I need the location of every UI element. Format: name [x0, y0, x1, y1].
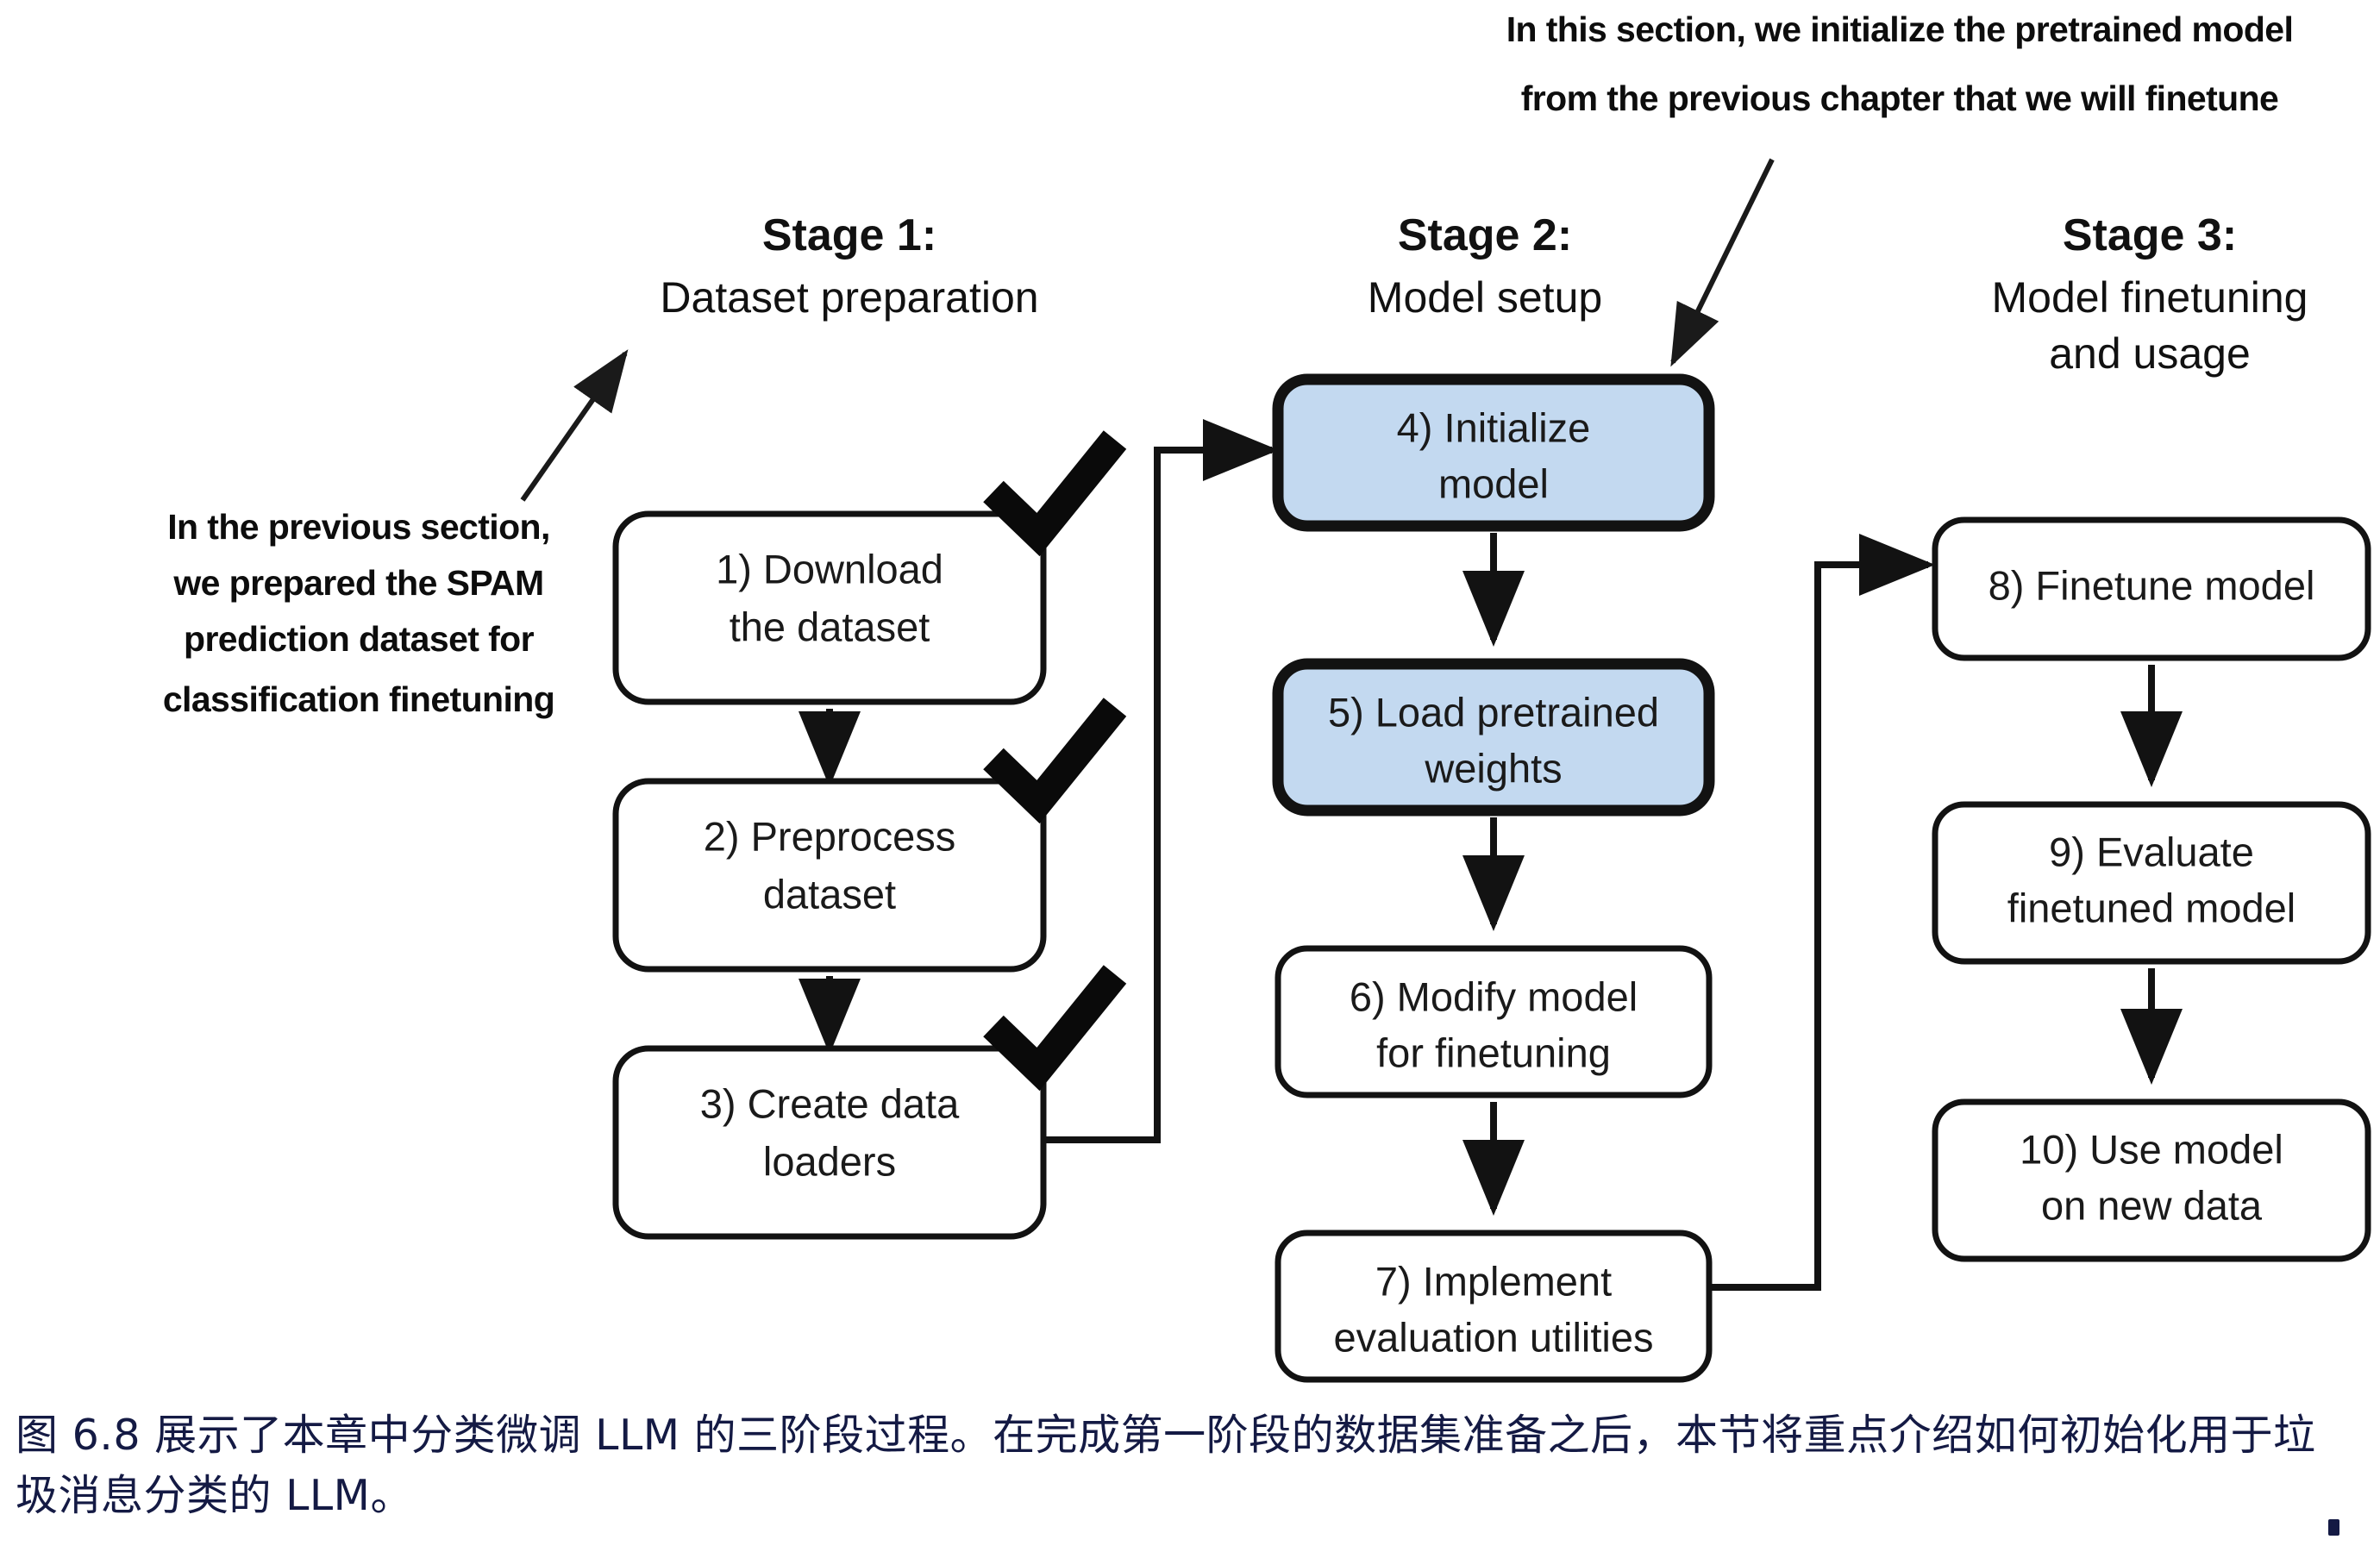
node-10-label-line1: 10) Use model: [2020, 1126, 2283, 1172]
node-5-label-line1: 5) Load pretrained: [1328, 689, 1659, 735]
node-9-label-line2: finetuned model: [2007, 885, 2295, 930]
connector-stage2-to-stage3: [1709, 534, 1935, 1291]
node-5-box[interactable]: [1272, 658, 1715, 817]
node-6-label-line1: 6) Modify model: [1350, 973, 1638, 1019]
stage-2-title: Stage 2:: [1398, 210, 1572, 260]
checkmark-icon: [983, 430, 1127, 557]
annotation-top-line-2: from the previous chapter that we will f…: [1521, 78, 2279, 118]
node-9[interactable]: 9) Evaluate finetuned model: [1932, 801, 2371, 965]
node-7-box[interactable]: [1275, 1230, 1713, 1383]
node-4-label-line1: 4) Initialize: [1397, 404, 1591, 450]
caption-line-1: 图 6.8 展示了本章中分类微调 LLM 的三阶段过程。在完成第一阶段的数据集准…: [16, 1411, 2060, 1460]
node-10-box[interactable]: [1932, 1098, 2371, 1262]
node-1-label-line1: 1) Download: [716, 546, 943, 591]
stage-header-2: Stage 2: Model setup: [1368, 210, 1602, 322]
connector-stage1-to-stage2: [1043, 419, 1279, 1143]
node-6[interactable]: 6) Modify model for finetuning: [1275, 945, 1713, 1098]
node-6-label-line2: for finetuning: [1376, 1029, 1611, 1075]
node-10[interactable]: 10) Use model on new data: [1932, 1098, 2371, 1262]
caption-line-2: 初始化用于垃圾消息分类的 LLM。: [16, 1411, 2316, 1520]
node-3-label-line2: loaders: [763, 1138, 896, 1184]
node-1-label-line2: the dataset: [730, 604, 930, 649]
stage-3-subtitle-line1: Model finetuning: [1992, 273, 2308, 322]
stage-header-1: Stage 1: Dataset preparation: [660, 210, 1038, 322]
node-9-box[interactable]: [1932, 801, 2371, 965]
node-8-label-line1: 8) Finetune model: [1989, 562, 2315, 608]
node-2-label-line2: dataset: [763, 871, 896, 917]
node-8[interactable]: 8) Finetune model: [1932, 516, 2371, 661]
node-2-box[interactable]: [612, 778, 1047, 973]
node-4[interactable]: 4) Initialize model: [1272, 373, 1715, 532]
checkmark-icon: [983, 698, 1127, 824]
annotation-top-arrow: [1670, 158, 1775, 367]
node-3[interactable]: 3) Create data loaders: [612, 965, 1127, 1240]
annotation-left-line-4: classification finetuning: [163, 679, 554, 719]
node-5[interactable]: 5) Load pretrained weights: [1272, 658, 1715, 817]
stage-3-subtitle-line2: and usage: [2049, 329, 2251, 378]
stage-3-title: Stage 3:: [2063, 210, 2237, 260]
node-4-box[interactable]: [1272, 373, 1715, 532]
node-7[interactable]: 7) Implement evaluation utilities: [1275, 1230, 1713, 1383]
stage-1-subtitle: Dataset preparation: [660, 273, 1038, 322]
node-9-label-line1: 9) Evaluate: [2049, 829, 2254, 874]
node-6-box[interactable]: [1275, 945, 1713, 1098]
stage-2-subtitle: Model setup: [1368, 273, 1602, 322]
figure-caption: 图 6.8 展示了本章中分类微调 LLM 的三阶段过程。在完成第一阶段的数据集准…: [16, 1405, 2344, 1525]
node-1-box[interactable]: [612, 510, 1047, 705]
node-2[interactable]: 2) Preprocess dataset: [612, 698, 1127, 973]
caption-trailing-mark: [2328, 1519, 2339, 1536]
node-4-label-line2: model: [1438, 460, 1549, 506]
stage-header-3: Stage 3: Model finetuning and usage: [1992, 210, 2308, 378]
annotation-top-line-1: In this section, we initialize the pretr…: [1506, 9, 2294, 49]
annotation-left-line-3: prediction dataset for: [184, 619, 535, 659]
node-10-label-line2: on new data: [2041, 1182, 2263, 1228]
node-7-label-line2: evaluation utilities: [1334, 1314, 1654, 1360]
node-5-label-line2: weights: [1424, 745, 1562, 791]
node-7-label-line1: 7) Implement: [1375, 1258, 1612, 1304]
node-1[interactable]: 1) Download the dataset: [612, 430, 1127, 705]
annotation-top-right: In this section, we initialize the pretr…: [1506, 9, 2294, 367]
annotation-left: In the previous section, we prepared the…: [163, 349, 629, 719]
annotation-left-line-1: In the previous section,: [167, 507, 550, 547]
node-8-box[interactable]: [1932, 516, 2371, 661]
checkmark-icon: [983, 965, 1127, 1092]
node-2-label-line1: 2) Preprocess: [704, 813, 956, 859]
stage-1-title: Stage 1:: [762, 210, 936, 260]
node-3-label-line1: 3) Create data: [700, 1080, 960, 1126]
annotation-left-arrow: [520, 349, 629, 502]
annotation-left-line-2: we prepared the SPAM: [172, 563, 543, 603]
